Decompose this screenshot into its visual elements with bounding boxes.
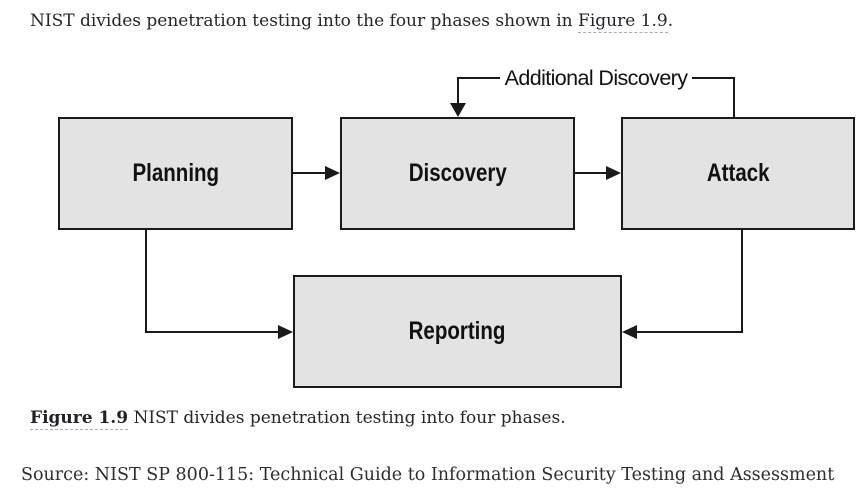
figure-1-9-link[interactable]: Figure 1.9	[578, 11, 668, 33]
edge-planning-reporting-horizontal	[145, 331, 279, 333]
node-discovery: Discovery	[340, 117, 575, 230]
edge-attack-discovery-loop: Additional Discovery	[457, 65, 735, 91]
loop-right-segment	[692, 77, 735, 79]
node-planning-label: Planning	[132, 159, 219, 187]
source-line: Source: NIST SP 800-115: Technical Guide…	[21, 465, 835, 485]
edge-planning-reporting-vertical	[145, 230, 147, 333]
node-planning: Planning	[58, 117, 293, 230]
figure-caption: Figure 1.9 NIST divides penetration test…	[30, 406, 566, 430]
intro-text: NIST divides penetration testing into th…	[30, 11, 579, 31]
edge-planning-discovery-line	[293, 172, 327, 174]
intro-text-period: .	[667, 11, 674, 31]
edge-attack-reporting-horizontal	[637, 331, 743, 333]
edge-planning-discovery-arrowhead	[325, 166, 340, 180]
node-reporting: Reporting	[293, 275, 622, 388]
caption-text: NIST divides penetration testing into fo…	[128, 408, 566, 428]
loop-arrowhead-into-discovery	[450, 103, 466, 117]
node-discovery-label: Discovery	[408, 159, 507, 187]
intro-paragraph: NIST divides penetration testing into th…	[30, 9, 673, 33]
loop-left-segment	[457, 77, 500, 79]
loop-left-vertical-line	[457, 77, 459, 105]
edge-discovery-attack-arrowhead	[606, 166, 621, 180]
node-attack-label: Attack	[706, 159, 770, 187]
node-attack: Attack	[621, 117, 855, 230]
edge-attack-reporting-arrowhead	[622, 325, 637, 339]
edge-attack-reporting-vertical	[741, 230, 743, 333]
node-reporting-label: Reporting	[409, 317, 506, 345]
loop-right-vertical-line	[733, 77, 735, 117]
caption-figure-link[interactable]: Figure 1.9	[30, 408, 129, 430]
edge-planning-reporting-arrowhead	[278, 325, 293, 339]
edge-discovery-attack-line	[575, 172, 607, 174]
additional-discovery-label: Additional Discovery	[504, 65, 688, 90]
